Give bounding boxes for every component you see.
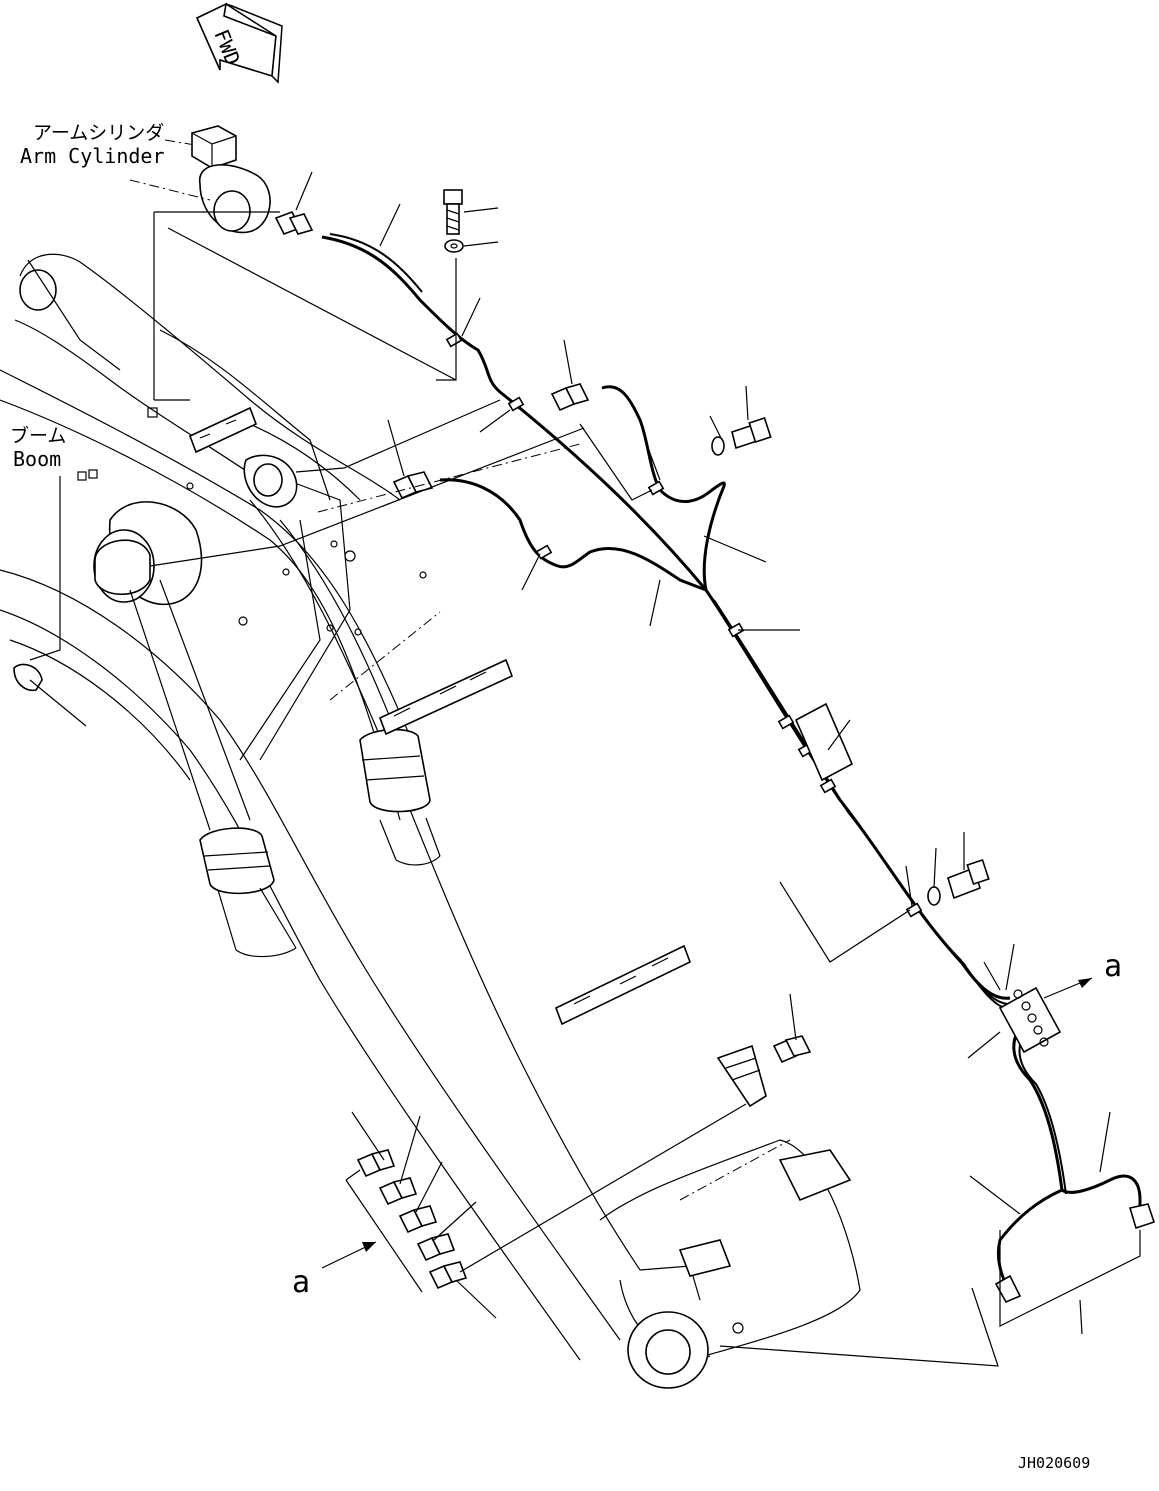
boom-bracket-upper [188, 406, 258, 454]
boom-bracket-side [716, 1044, 767, 1108]
harness-cover [794, 702, 854, 782]
boom-head [599, 1139, 861, 1389]
view-ref-right-label: a [1104, 949, 1122, 984]
boom-bracket-low [554, 944, 692, 1026]
fwd-arrow-icon: FWD [195, 2, 283, 84]
washer-icon [444, 239, 941, 906]
boom-bracket-mid [378, 658, 514, 736]
arm-cylinder-en-label: Arm Cylinder [20, 144, 165, 168]
view-ref-left-arrow: a [292, 1241, 377, 1300]
view-ref-right-arrow: a [1043, 949, 1122, 999]
view-ref-left-label: a [292, 1265, 310, 1300]
clamp-icon [445, 332, 923, 918]
drawing-number: JH020609 [1018, 1454, 1090, 1472]
harness-main [321, 233, 1019, 1012]
boom-jp-label: ブーム [10, 424, 66, 447]
boom-structure [0, 253, 641, 1361]
boom-en-label: Boom [13, 447, 61, 471]
arm-cylinder-end [129, 125, 271, 234]
arm-cylinder-jp-label: アームシリンダ [33, 122, 164, 144]
junction-block [998, 986, 1062, 1054]
grease-fitting-icon [13, 210, 1156, 1304]
harness-lower [996, 1023, 1142, 1281]
leader-lines [29, 171, 1141, 1367]
bolt-icon [443, 189, 990, 900]
